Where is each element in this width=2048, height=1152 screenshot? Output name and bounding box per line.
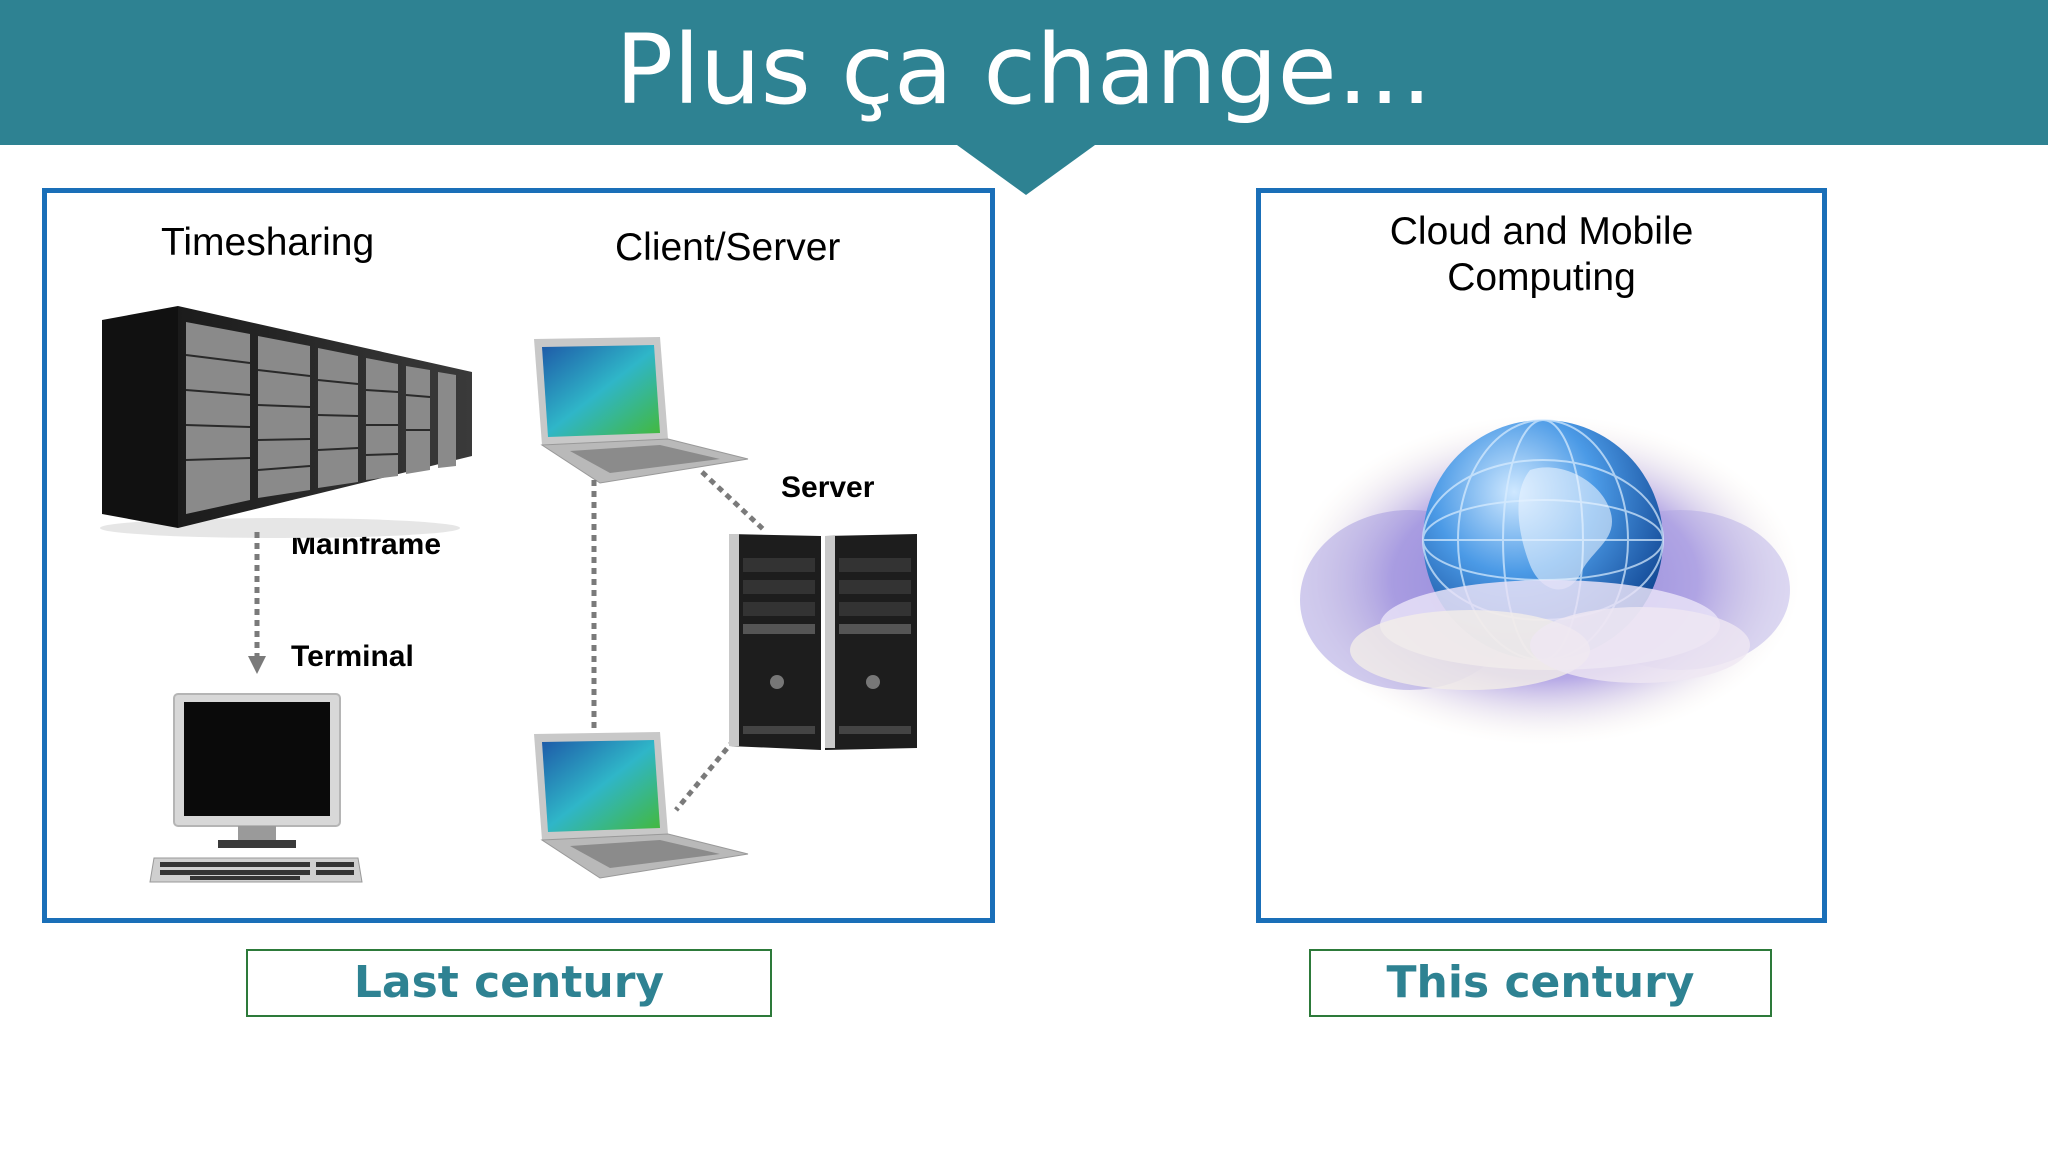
- cloud-heading-line1: Cloud and Mobile: [1389, 210, 1694, 253]
- server-label: Server: [781, 471, 875, 504]
- this-century-caption: This century: [1309, 949, 1772, 1017]
- last-century-caption: Last century: [246, 949, 772, 1017]
- laptop-bottom-icon: [534, 732, 749, 879]
- slide-title: Plus ça change…: [615, 14, 1433, 126]
- cloud-heading-line2: Computing: [1447, 256, 1636, 299]
- mainframe-rack-icon: [100, 306, 472, 538]
- terminal-computer-icon: [149, 693, 363, 883]
- title-banner-notch: [957, 145, 1095, 195]
- server-towers-icon: [729, 534, 917, 750]
- terminal-label: Terminal: [291, 640, 414, 673]
- network-links: [591, 470, 766, 812]
- laptop-top-icon: [534, 337, 749, 484]
- title-banner: [0, 0, 2048, 145]
- client-server-label: Client/Server: [615, 226, 841, 269]
- mainframe-to-terminal-arrow: [248, 532, 266, 674]
- timesharing-label: Timesharing: [161, 221, 375, 264]
- globe-cloud-icon: [1290, 415, 1800, 745]
